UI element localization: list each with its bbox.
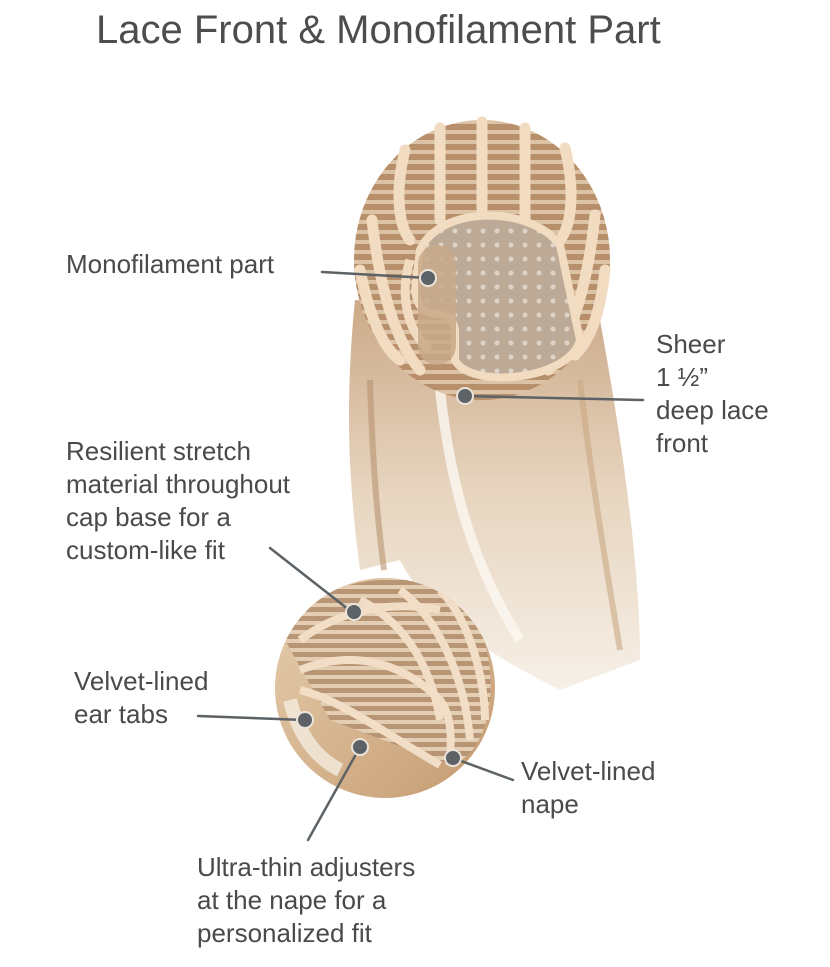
callout-label-adjusters: Ultra-thin adjusters at the nape for a p…	[197, 852, 416, 948]
diagram-title: Lace Front & Monofilament Part	[96, 8, 661, 52]
callout-dot-lace-front	[456, 387, 474, 405]
callout-dot-adjusters	[351, 738, 369, 756]
callout-label-ear-tabs: Velvet-lined ear tabs	[74, 666, 209, 729]
bottom-wig-cap	[275, 578, 495, 798]
callout-dot-monofilament-part	[419, 269, 437, 287]
callout-dot-ear-tabs	[296, 711, 314, 729]
callout-label-nape: Velvet-lined nape	[521, 756, 656, 819]
callout-dot-nape	[444, 749, 462, 767]
callout-label-stretch-material: Resilient stretch material throughout ca…	[66, 436, 291, 565]
top-wig-cap	[354, 116, 611, 400]
callout-label-lace-front: Sheer 1 ½” deep lace front	[656, 329, 769, 458]
callout-dot-stretch-material	[345, 603, 363, 621]
callout-label-monofilament-part: Monofilament part	[66, 249, 275, 279]
callout-lines	[196, 270, 645, 842]
